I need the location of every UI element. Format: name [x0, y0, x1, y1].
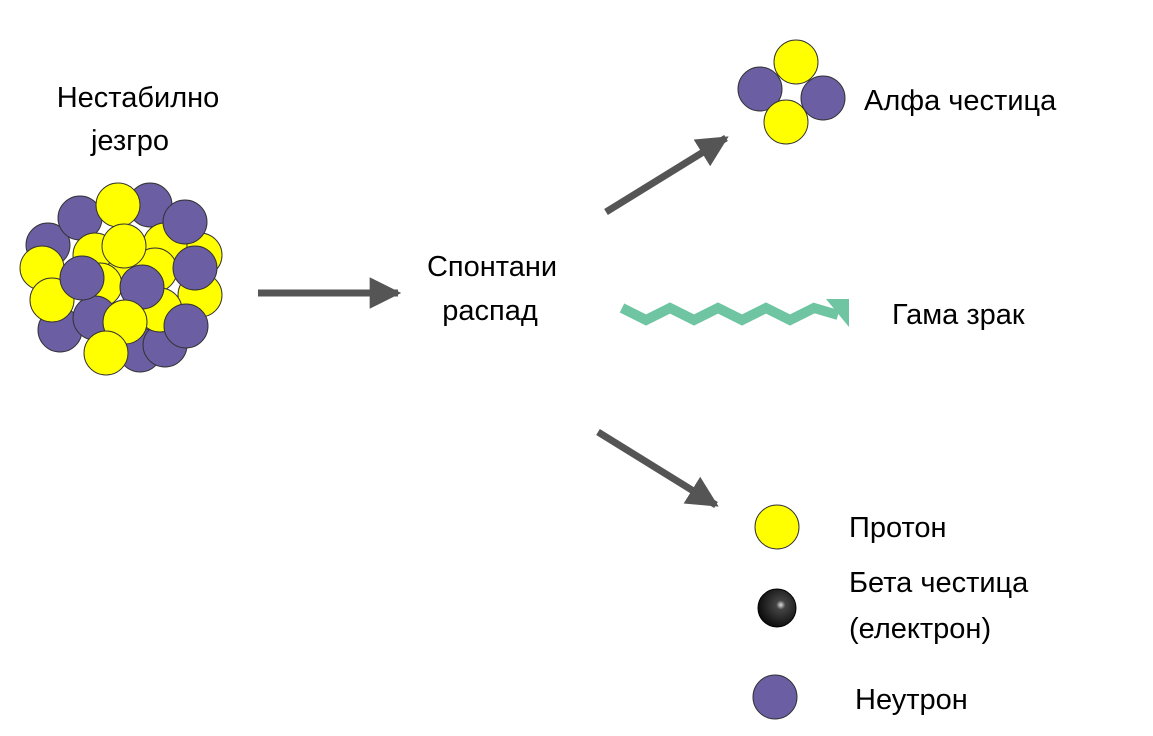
- gamma-wave-icon: [619, 302, 840, 326]
- beta-label-line2: (електрон): [849, 613, 991, 645]
- alpha-particle: [737, 39, 846, 145]
- spontaneous-decay-label-line1: Спонтани: [427, 251, 557, 283]
- gamma-arrowhead: [826, 299, 849, 327]
- gamma-label: Гама зрак: [892, 299, 1025, 331]
- arrow-to-alpha: [604, 135, 729, 215]
- beta-label-line1: Бета честица: [849, 567, 1029, 599]
- alpha-label: Алфа честица: [864, 85, 1057, 117]
- unstable-nucleus-label-line1: Нестабилно: [57, 82, 220, 114]
- neutron-legend-icon: [752, 674, 798, 720]
- proton-legend-icon: [754, 504, 800, 550]
- spontaneous-decay-label-line2: распад: [442, 295, 538, 327]
- unstable-nucleus: [19, 182, 223, 376]
- arrow-to-beta: [596, 429, 719, 508]
- electron-legend-icon: [757, 588, 797, 628]
- unstable-nucleus-label-line2: језгро: [90, 125, 169, 157]
- neutron-label: Неутрон: [855, 684, 968, 716]
- proton-label: Протон: [849, 512, 947, 544]
